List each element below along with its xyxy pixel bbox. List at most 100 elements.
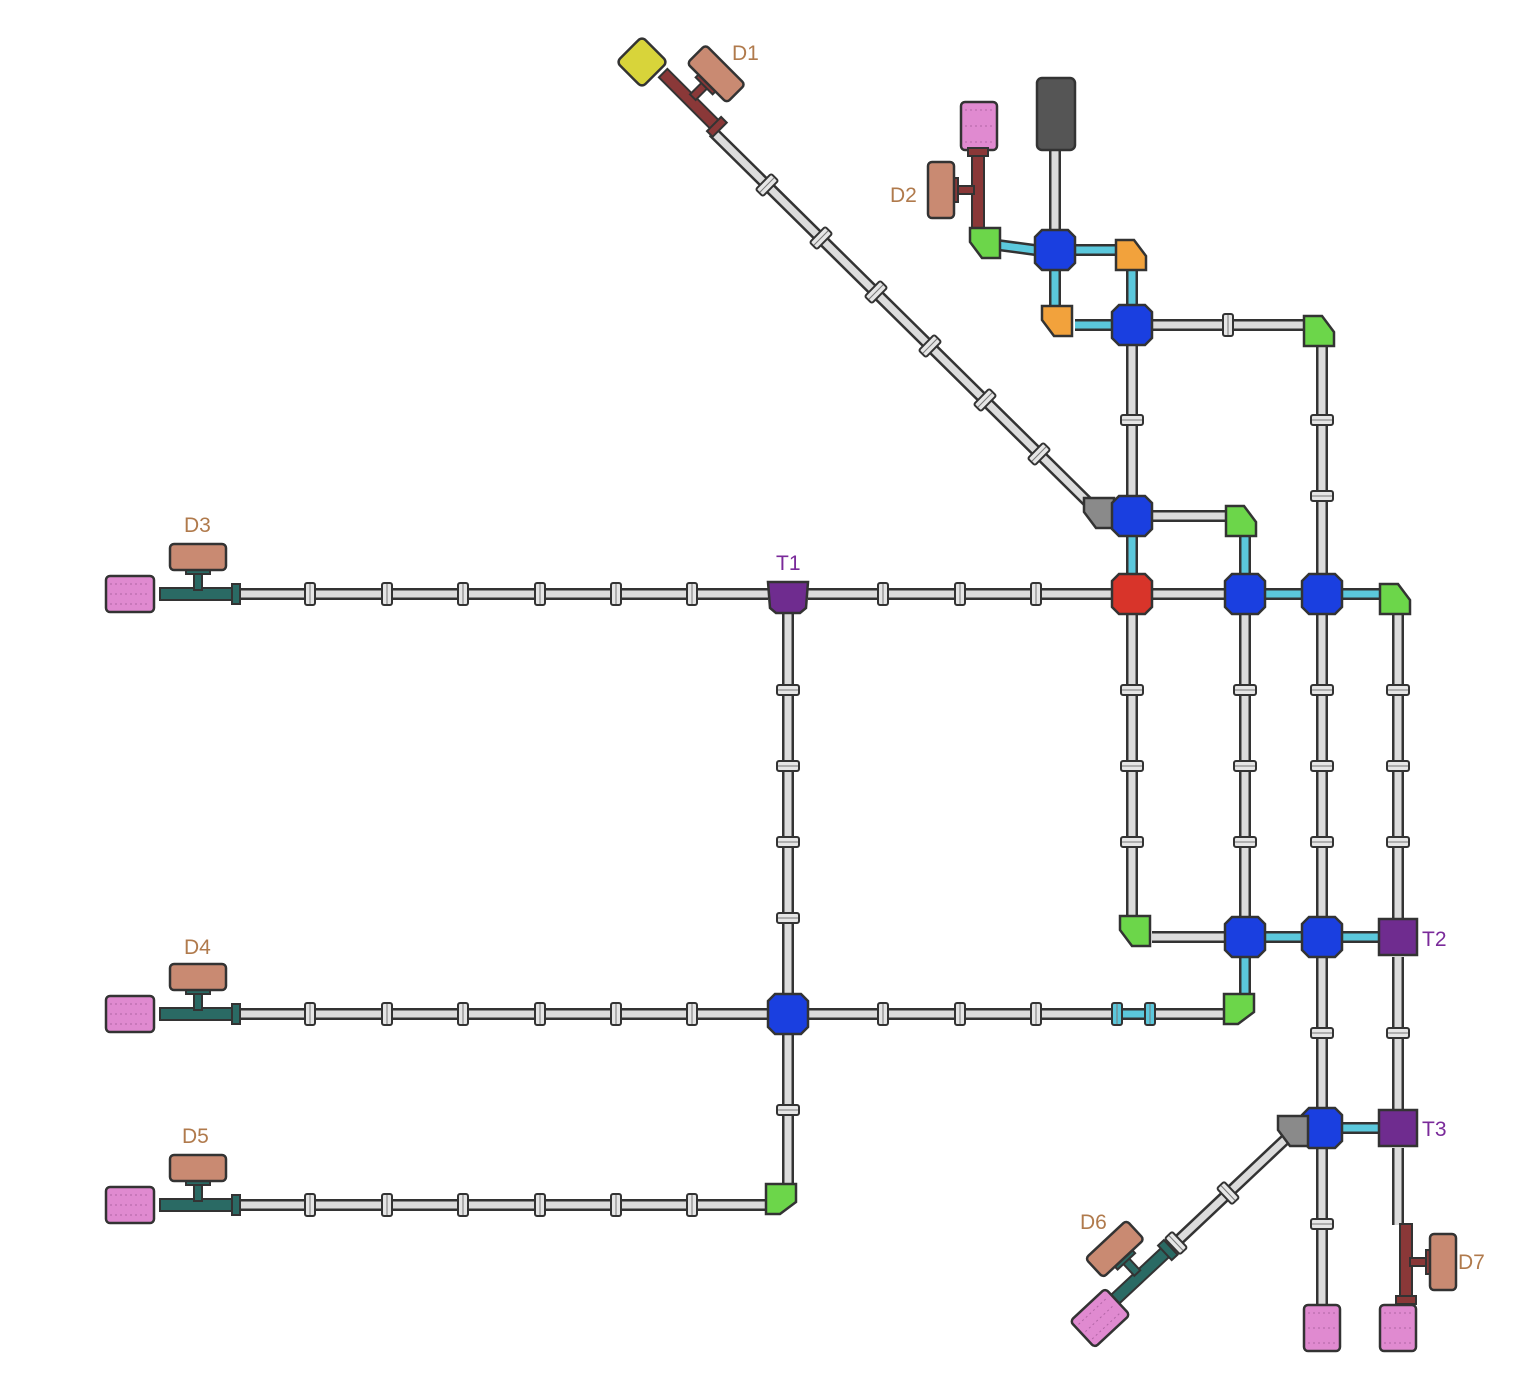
valve-label-d1: D1	[732, 42, 759, 65]
pipe-coupling	[1120, 414, 1144, 426]
junction-main-col3	[1300, 572, 1344, 616]
pipe-coupling	[1233, 684, 1257, 696]
elbow-green-d5	[764, 1182, 798, 1216]
valve-d4	[159, 962, 241, 1025]
pipe-coupling	[1386, 836, 1410, 848]
tank-label-t2: T2	[1422, 928, 1447, 951]
pipe-coupling	[686, 1193, 698, 1217]
valve-label-d3: D3	[184, 514, 211, 537]
pipe-coupling	[1030, 582, 1042, 606]
nodes-layer	[104, 37, 1458, 1353]
pipe-coupling	[1310, 1027, 1334, 1039]
outlet-d5	[104, 1185, 156, 1225]
outlet-d7	[1378, 1303, 1418, 1353]
pipe-coupling	[864, 280, 888, 304]
valve-d2	[926, 147, 989, 229]
pipe-coupling	[1120, 684, 1144, 696]
pipe-coupling	[381, 1193, 393, 1217]
pipe-coupling	[1120, 760, 1144, 772]
outlet-col3-bottom	[1302, 1303, 1342, 1353]
source-tank-yellow	[617, 37, 667, 87]
pipe-coupling	[1030, 1002, 1042, 1026]
valve-flange	[705, 115, 729, 139]
pipe-coupling	[918, 334, 942, 358]
valve-label-d6: D6	[1080, 1211, 1107, 1234]
elbow-body	[764, 1182, 798, 1216]
elbow-body	[1118, 914, 1152, 948]
coupling-seam	[813, 230, 829, 246]
pipe-coupling	[1111, 1002, 1123, 1026]
pipe-coupling	[1216, 1181, 1240, 1205]
pipe-coupling	[1386, 760, 1410, 772]
pipe-coupling	[877, 1002, 889, 1026]
pipe-coupling	[304, 1002, 316, 1026]
pipe-coupling	[610, 1193, 622, 1217]
junction-d4-row	[766, 992, 810, 1036]
pipe-coupling	[534, 1002, 546, 1026]
elbow-green-1014-right	[1222, 992, 1256, 1026]
elbow-orange-bottom-left	[1040, 304, 1074, 338]
elbow-green-main-right	[1378, 582, 1412, 616]
pipe-coupling	[776, 912, 800, 924]
valve-flange	[1395, 1295, 1417, 1305]
junction-center-upper	[1110, 494, 1154, 538]
coupling-seam	[1168, 1235, 1184, 1251]
elbow-body	[1224, 504, 1258, 538]
coupling-seam	[759, 177, 775, 193]
pipe-coupling	[304, 1193, 316, 1217]
pipe-coupling	[610, 1002, 622, 1026]
elbow-body	[1040, 304, 1074, 338]
pipe-coupling	[1310, 760, 1334, 772]
pipe-coupling	[877, 582, 889, 606]
elbow-body	[1302, 314, 1336, 348]
valve-flange	[231, 583, 241, 605]
pipe-d1-diagonal	[708, 127, 1103, 517]
pipe-coupling	[1144, 1002, 1156, 1026]
pipe-coupling	[1386, 1027, 1410, 1039]
valve-d5	[159, 1153, 241, 1216]
elbow-body	[1378, 582, 1412, 616]
pipe-coupling	[534, 582, 546, 606]
pipe-coupling	[381, 582, 393, 606]
outlet-texture	[1091, 1311, 1122, 1340]
valve-handle	[168, 962, 228, 992]
junction-top-right	[1110, 303, 1154, 347]
source-yellow-body	[617, 37, 667, 87]
valve-d6	[1085, 1220, 1179, 1308]
source-tank-gray	[1035, 76, 1077, 152]
junction-red-main	[1110, 572, 1154, 616]
elbow-green-d2	[968, 226, 1002, 260]
couplings-layer	[304, 173, 1410, 1255]
elbow-gray-d6	[1276, 1114, 1310, 1148]
pipe-coupling	[304, 582, 316, 606]
junction-main-col2	[1223, 572, 1267, 616]
elbow-green-center-upper	[1224, 504, 1258, 538]
junction-937-col2	[1223, 915, 1267, 959]
valve-label-d2: D2	[890, 184, 917, 207]
elbow-orange-top-right	[1114, 238, 1148, 272]
outlet-d2	[959, 100, 999, 152]
valve-d1	[657, 45, 745, 139]
pipe-coupling	[686, 1002, 698, 1026]
tank-t2	[1377, 917, 1419, 957]
valve-flange	[1156, 1238, 1179, 1262]
pipes-layer	[235, 127, 1404, 1310]
tank-label-t3: T3	[1422, 1118, 1447, 1141]
pipe-coupling	[1164, 1231, 1188, 1255]
tank-t3	[1377, 1108, 1419, 1148]
elbow-body	[1082, 496, 1116, 530]
pipe-coupling	[954, 1002, 966, 1026]
pipe-coupling	[973, 388, 997, 412]
elbow-green-top-right-run	[1302, 314, 1336, 348]
pipe-coupling	[776, 684, 800, 696]
elbow-body	[1276, 1114, 1310, 1148]
valve-handle	[926, 160, 956, 220]
pipe-coupling	[457, 582, 469, 606]
pipe-coupling	[610, 582, 622, 606]
valve-flange	[967, 147, 989, 157]
valve-flange	[231, 1194, 241, 1216]
tank-label-t1: T1	[776, 552, 801, 575]
pipe-coupling	[1027, 442, 1051, 466]
pipe-coupling	[1310, 684, 1334, 696]
